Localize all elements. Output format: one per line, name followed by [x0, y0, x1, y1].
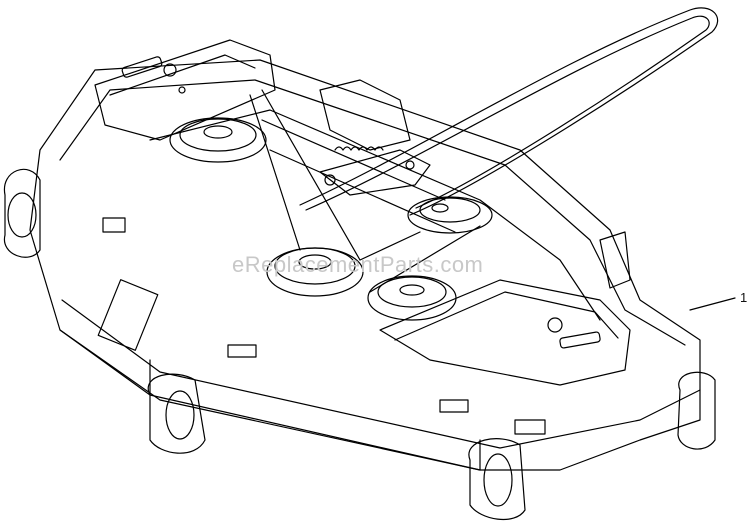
left-belt-cover: [95, 40, 275, 140]
right-belt-cover: [380, 280, 630, 385]
left-spindle-pulley: [170, 118, 266, 162]
deck-label: [98, 280, 158, 351]
callout-label-1: 1: [740, 290, 748, 305]
callout-leader-line: [690, 298, 735, 310]
cover-knob-icon: [548, 318, 562, 332]
idler-pulley: [408, 197, 492, 233]
warning-decals: [103, 218, 545, 434]
right-spindle-pulley: [368, 276, 456, 320]
mower-deck: [30, 60, 700, 470]
center-spindle-pulley: [267, 248, 363, 296]
tension-spring: [335, 147, 383, 150]
anti-scalp-rollers: [4, 169, 715, 519]
cover-knob-icon: [164, 64, 176, 76]
idler-arm: [320, 150, 430, 195]
drive-belt: [300, 8, 718, 215]
deck-belt: [250, 90, 480, 292]
deck-lift-bracket: [320, 80, 630, 288]
